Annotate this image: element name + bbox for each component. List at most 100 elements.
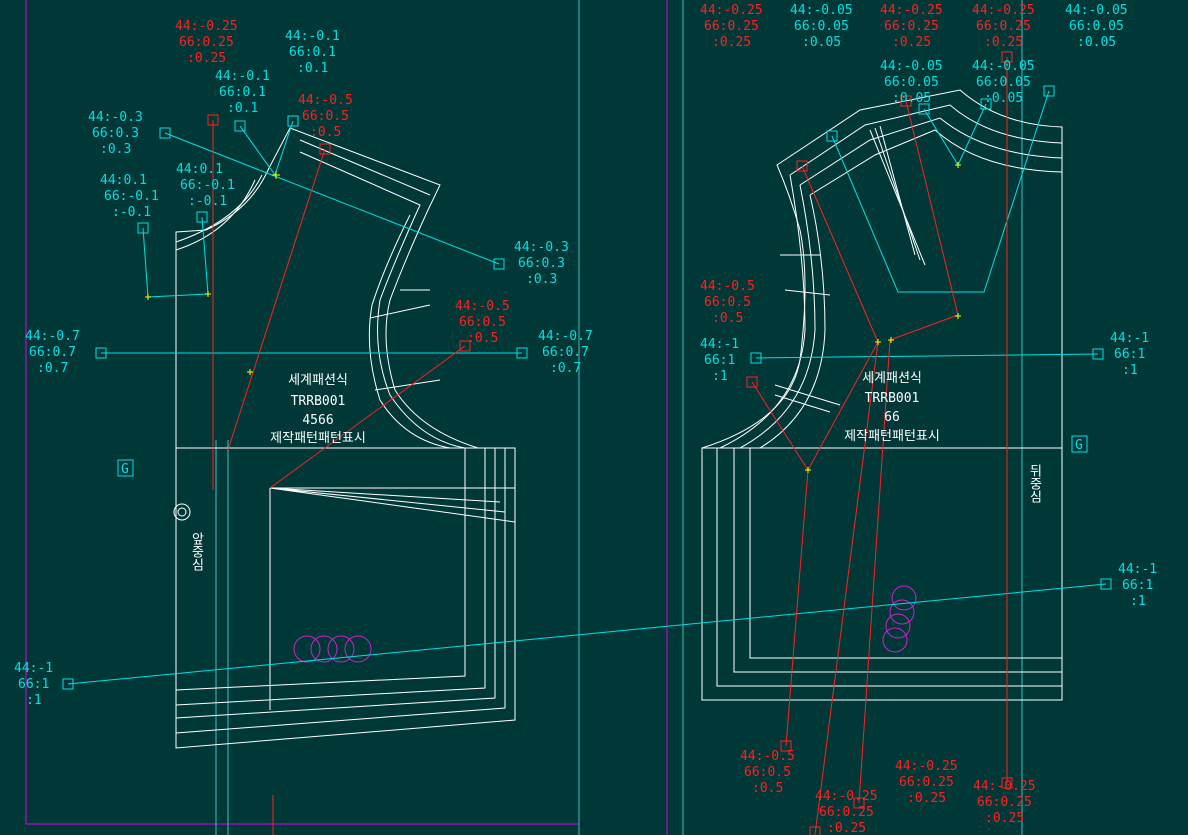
grade-value: 66:0.1 bbox=[289, 45, 336, 60]
grade-marker-square[interactable] bbox=[980, 98, 992, 110]
grade-value: :0.3 bbox=[526, 272, 557, 287]
grade-value: :1 bbox=[1122, 363, 1138, 378]
grade-value: 44:-1 bbox=[1118, 562, 1157, 577]
grade-marker-square[interactable] bbox=[319, 143, 331, 155]
grade-marker-square[interactable] bbox=[207, 114, 219, 126]
grade-value: 66:0.25 bbox=[819, 805, 874, 820]
grade-value: 66:1 bbox=[1122, 578, 1153, 593]
grade-value: 66:0.3 bbox=[92, 126, 139, 141]
grade-marker-square[interactable] bbox=[750, 352, 762, 364]
grade-point-2[interactable]: 44:-0.166:0.1:0.1 bbox=[285, 29, 340, 127]
grade-point-1[interactable]: 44:-0.166:0.1:0.1 bbox=[215, 69, 270, 132]
grade-marker-square[interactable] bbox=[1100, 578, 1112, 590]
grade-marker-square[interactable] bbox=[516, 347, 528, 359]
grade-point-20[interactable]: 44:-166:1:1 bbox=[700, 337, 762, 384]
grade-value: :0.5 bbox=[310, 125, 341, 140]
style-number: TRRB001 bbox=[865, 391, 920, 406]
front-pattern-piece[interactable] bbox=[173, 127, 516, 749]
grade-marker-square[interactable] bbox=[809, 826, 821, 835]
style-number: TRRB001 bbox=[291, 394, 346, 409]
back-pattern-piece[interactable] bbox=[701, 89, 1063, 701]
grade-point-6[interactable]: 44:0.166:-0.1:-0.1 bbox=[100, 173, 159, 234]
grade-point-22[interactable]: 44:-166:1:1 bbox=[1100, 562, 1157, 609]
grade-value: 66:0.5 bbox=[744, 765, 791, 780]
grade-value: 44:-0.05 bbox=[1065, 3, 1128, 18]
grade-value: :0.25 bbox=[984, 35, 1023, 50]
grade-lines bbox=[67, 57, 1107, 835]
grade-value: 66:-0.1 bbox=[104, 189, 159, 204]
grade-point-7[interactable]: 44:-0.366:0.3:0.3 bbox=[493, 240, 569, 287]
grade-marker-square[interactable] bbox=[287, 115, 299, 127]
grade-point-23[interactable]: 44:-0.566:0.5:0.5 bbox=[740, 740, 795, 796]
grade-marker-square[interactable] bbox=[1001, 51, 1013, 63]
grade-value: 44:-0.5 bbox=[455, 299, 510, 314]
grade-marker-square[interactable] bbox=[900, 95, 912, 107]
grade-marker-square[interactable] bbox=[95, 347, 107, 359]
grade-value: :0.1 bbox=[227, 101, 258, 116]
grade-marker-square[interactable] bbox=[918, 103, 930, 115]
grade-marker-square[interactable] bbox=[159, 127, 171, 139]
grade-marker-square[interactable] bbox=[826, 130, 838, 142]
grade-point-5[interactable]: 44:0.166:-0.1:-0.1 bbox=[176, 162, 235, 223]
grade-value: :0.25 bbox=[892, 35, 931, 50]
grade-value: 44:-0.7 bbox=[538, 329, 593, 344]
grade-marker-square[interactable] bbox=[780, 740, 792, 752]
front-buttons bbox=[293, 635, 372, 663]
grade-value: 66:1 bbox=[704, 353, 735, 368]
grade-point-8[interactable]: 44:-0.766:0.7:0.7 bbox=[25, 329, 107, 376]
grade-value: 44:-0.3 bbox=[88, 110, 143, 125]
grade-value: 44:-1 bbox=[14, 661, 53, 676]
grain-marker-front[interactable]: G bbox=[117, 459, 134, 477]
grade-point-10[interactable]: 44:-0.766:0.7:0.7 bbox=[516, 329, 593, 376]
grade-value: 66:0.5 bbox=[302, 109, 349, 124]
grade-point-3[interactable]: 44:-0.566:0.5:0.5 bbox=[298, 93, 353, 155]
grade-value: 44:-0.25 bbox=[972, 3, 1035, 18]
grade-point-4[interactable]: 44:-0.366:0.3:0.3 bbox=[88, 110, 171, 157]
grade-point-19[interactable]: 44:-0.566:0.5:0.5 bbox=[700, 279, 758, 388]
grade-marker-square[interactable] bbox=[459, 340, 471, 352]
grade-value: 44:-0.7 bbox=[25, 329, 80, 344]
grade-marker-square[interactable] bbox=[62, 678, 74, 690]
back-piece-label: 세계패션식 TRRB001 66 제작패턴패턴표시 bbox=[844, 371, 940, 444]
grade-value: 44:-0.25 bbox=[973, 779, 1036, 794]
grade-point-11[interactable]: 44:-166:1:1 bbox=[14, 661, 74, 708]
grade-value: 66:0.25 bbox=[976, 19, 1031, 34]
grade-marker-square[interactable] bbox=[196, 211, 208, 223]
grade-point-9[interactable]: 44:-0.566:0.5:0.5 bbox=[455, 299, 510, 352]
size-range: 4566 bbox=[302, 413, 333, 428]
grade-value: :1 bbox=[26, 693, 42, 708]
piece-name: 세계패션식 bbox=[862, 371, 922, 386]
grade-value: 44:-1 bbox=[1110, 331, 1149, 346]
grade-marker-square[interactable] bbox=[853, 797, 865, 809]
grade-value: :-0.1 bbox=[112, 205, 151, 220]
grade-marker-square[interactable] bbox=[1092, 348, 1104, 360]
front-piece-label: 세계패션식 TRRB001 4566 제작패턴패턴표시 bbox=[270, 373, 366, 446]
grade-marker-square[interactable] bbox=[1043, 85, 1055, 97]
grade-marker-square[interactable] bbox=[493, 258, 505, 270]
grade-marker-square[interactable] bbox=[746, 376, 758, 388]
grade-value: 44:-0.25 bbox=[880, 3, 943, 18]
grade-value: 44:-0.5 bbox=[298, 93, 353, 108]
grade-point-21[interactable]: 44:-166:1:1 bbox=[1092, 331, 1149, 378]
grade-marker-square[interactable] bbox=[137, 222, 149, 234]
grain-marker-back[interactable]: G bbox=[1071, 435, 1088, 453]
grade-marker-square[interactable] bbox=[796, 160, 808, 172]
size-range: 66 bbox=[884, 410, 900, 425]
grade-marker-square[interactable] bbox=[234, 120, 246, 132]
grade-value: 66:0.7 bbox=[29, 345, 76, 360]
svg-text:G: G bbox=[1075, 438, 1083, 453]
grade-marker-square[interactable] bbox=[1001, 777, 1013, 789]
